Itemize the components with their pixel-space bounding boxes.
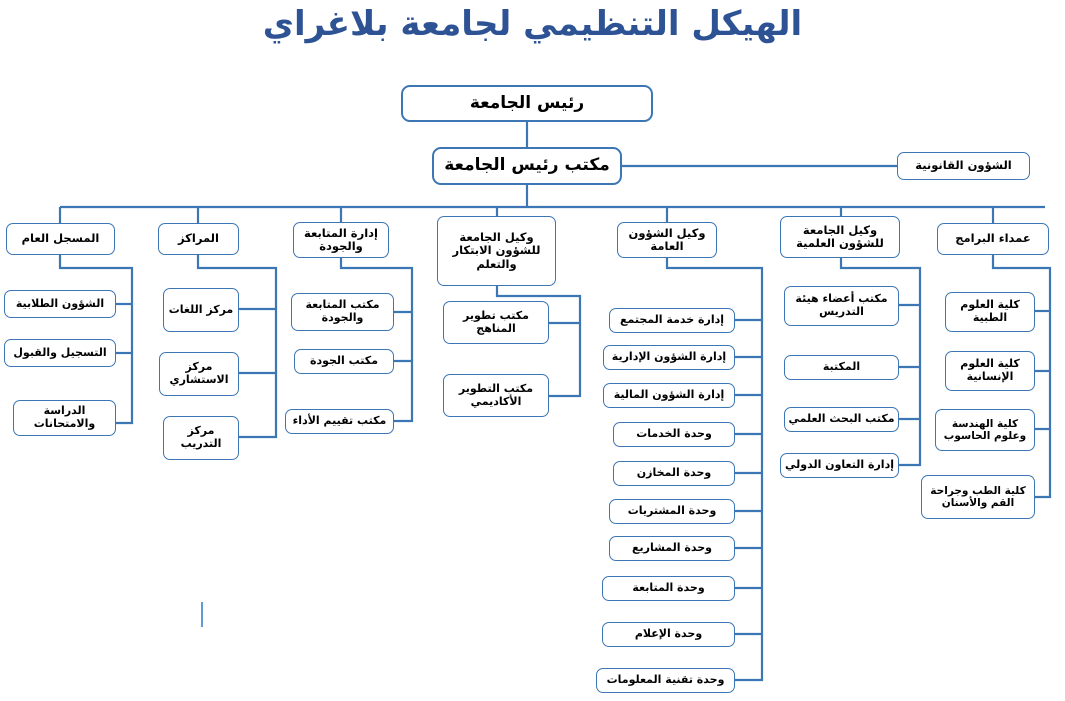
node-vp-scientific-affairs[interactable]: وكيل الجامعة للشؤون العلمية — [780, 216, 900, 258]
node-media-unit[interactable]: وحدة الإعلام — [602, 622, 735, 647]
node-services-unit[interactable]: وحدة الخدمات — [613, 422, 735, 447]
node-college-medicine-oral-dental-surgery[interactable]: كلية الطب وجراحة القم والأسنان — [921, 475, 1035, 519]
node-quality-office[interactable]: مكتب الجودة — [294, 349, 394, 374]
node-warehouses-unit[interactable]: وحدة المخازن — [613, 461, 735, 486]
node-international-cooperation-dept[interactable]: إدارة التعاون الدولي — [780, 453, 899, 478]
node-deans-of-programs[interactable]: عمداء البرامج — [937, 223, 1049, 255]
page-title: الهيكل التنظيمي لجامعة بلاغراي — [262, 4, 803, 44]
node-library[interactable]: المكتبة — [784, 355, 899, 380]
node-languages-center[interactable]: مركز اللغات — [163, 288, 239, 332]
node-community-service-dept[interactable]: إدارة خدمة المجتمع — [609, 308, 735, 333]
node-registrar[interactable]: المسجل العام — [6, 223, 115, 255]
node-scientific-research-office[interactable]: مكتب البحث العلمي — [784, 407, 899, 432]
node-financial-affairs-dept[interactable]: إدارة الشؤون المالية — [603, 383, 735, 408]
node-legal-affairs[interactable]: الشؤون القانونية — [897, 152, 1030, 180]
node-college-engineering-computer-science[interactable]: كلية الهندسة وعلوم الحاسوب — [935, 409, 1035, 451]
node-performance-evaluation-office[interactable]: مكتب تقييم الأداء — [285, 409, 394, 434]
node-centers[interactable]: المراكز — [158, 223, 239, 255]
node-college-medical-sciences[interactable]: كلية العلوم الطبية — [945, 292, 1035, 332]
node-president-office[interactable]: مكتب رئيس الجامعة — [432, 147, 622, 185]
node-training-center[interactable]: مركز التدريب — [163, 416, 239, 460]
node-study-exams[interactable]: الدراسة والامتحانات — [13, 400, 116, 436]
node-student-affairs[interactable]: الشؤون الطلابية — [4, 290, 116, 318]
node-quality-department[interactable]: إدارة المتابعة والجودة — [293, 222, 389, 258]
node-followup-unit[interactable]: وحدة المتابعة — [602, 576, 735, 601]
node-curriculum-development-office[interactable]: مكتب تطوير المناهج — [443, 301, 549, 344]
node-administrative-affairs-dept[interactable]: إدارة الشؤون الإدارية — [603, 345, 735, 370]
node-academic-development-office[interactable]: مكتب التطوير الأكاديمي — [443, 374, 549, 417]
node-college-humanities[interactable]: كلية العلوم الإنسانية — [945, 351, 1035, 391]
node-procurement-unit[interactable]: وحدة المشتريات — [609, 499, 735, 524]
node-faculty-members-office[interactable]: مكتب أعضاء هيئة التدريس — [784, 286, 899, 326]
node-consulting-center[interactable]: مركز الاستشاري — [159, 352, 239, 396]
node-followup-quality-office[interactable]: مكتب المتابعة والجودة — [291, 293, 394, 331]
node-vp-innovation[interactable]: وكيل الجامعة للشؤون الابتكار والتعلم — [437, 216, 556, 286]
node-president[interactable]: رئيس الجامعة — [401, 85, 653, 122]
node-registration-admission[interactable]: التسجيل والقبول — [4, 339, 116, 367]
node-it-unit[interactable]: وحدة تقنية المعلومات — [596, 668, 735, 693]
node-vp-general-affairs[interactable]: وكيل الشؤون العامة — [617, 222, 717, 258]
node-projects-unit[interactable]: وحدة المشاريع — [609, 536, 735, 561]
